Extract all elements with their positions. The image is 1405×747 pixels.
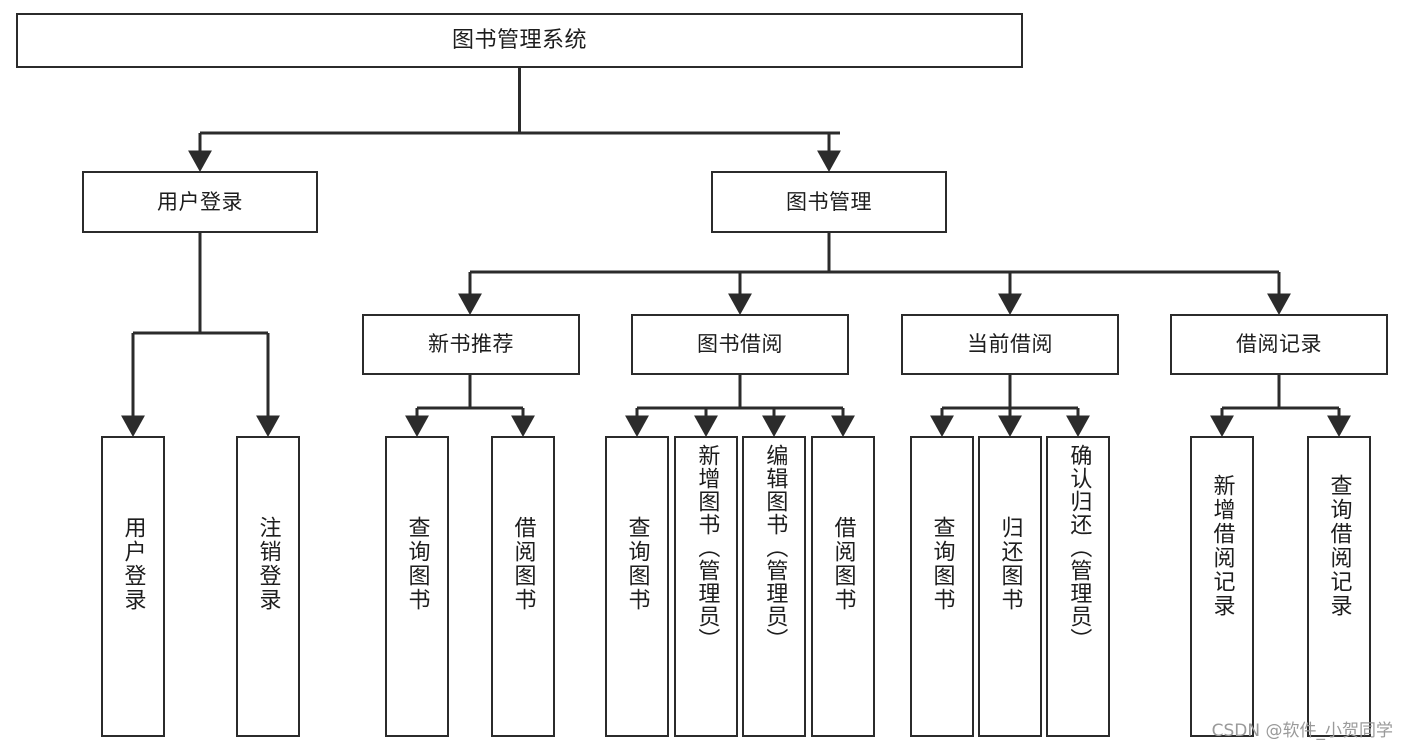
node-root-system[interactable]: 图书管理系统	[16, 13, 1023, 68]
node-label: 借阅图书	[830, 516, 856, 612]
leaf-new-book-query[interactable]: 查询图书	[385, 436, 449, 737]
node-label: 用户登录	[120, 516, 146, 612]
node-label: 查询图书	[624, 516, 650, 612]
node-book-borrow[interactable]: 图书借阅	[631, 314, 849, 375]
node-label: 图书借阅	[697, 332, 783, 357]
node-current-borrow[interactable]: 当前借阅	[901, 314, 1119, 375]
leaf-book-borrow-query[interactable]: 查询图书	[605, 436, 669, 737]
node-label: 新增图书（管理员）	[694, 444, 720, 651]
leaf-user-login-login[interactable]: 用户登录	[101, 436, 165, 737]
node-label: 借阅记录	[1236, 332, 1322, 357]
node-label: 当前借阅	[967, 332, 1053, 357]
leaf-book-borrow-borrow[interactable]: 借阅图书	[811, 436, 875, 737]
leaf-borrow-record-query[interactable]: 查询借阅记录	[1307, 436, 1371, 737]
node-label: 查询借阅记录	[1326, 474, 1352, 618]
node-label: 查询图书	[404, 516, 430, 612]
leaf-new-book-borrow[interactable]: 借阅图书	[491, 436, 555, 737]
node-label: 归还图书	[997, 516, 1023, 612]
node-label: 新增借阅记录	[1209, 474, 1235, 618]
node-label: 编辑图书（管理员）	[762, 444, 788, 651]
leaf-current-borrow-query[interactable]: 查询图书	[910, 436, 974, 737]
csdn-watermark: CSDN @软件_小贺同学	[1211, 721, 1393, 741]
node-new-book-recommend[interactable]: 新书推荐	[362, 314, 580, 375]
node-label: 确认归还（管理员）	[1066, 444, 1092, 651]
node-label: 图书管理	[786, 189, 872, 214]
leaf-book-borrow-add[interactable]: 新增图书（管理员）	[674, 436, 738, 737]
leaf-book-borrow-edit[interactable]: 编辑图书（管理员）	[742, 436, 806, 737]
node-label: 查询图书	[929, 516, 955, 612]
node-label: 新书推荐	[428, 332, 514, 357]
leaf-user-login-logout[interactable]: 注销登录	[236, 436, 300, 737]
leaf-current-borrow-confirm[interactable]: 确认归还（管理员）	[1046, 436, 1110, 737]
node-user-login[interactable]: 用户登录	[82, 171, 318, 233]
node-label: 图书管理系统	[451, 27, 587, 53]
node-label: 用户登录	[157, 189, 243, 214]
node-label: 注销登录	[255, 516, 281, 612]
leaf-borrow-record-add[interactable]: 新增借阅记录	[1190, 436, 1254, 737]
node-book-management[interactable]: 图书管理	[711, 171, 947, 233]
node-borrow-record[interactable]: 借阅记录	[1170, 314, 1388, 375]
node-label: 借阅图书	[510, 516, 536, 612]
leaf-current-borrow-return[interactable]: 归还图书	[978, 436, 1042, 737]
